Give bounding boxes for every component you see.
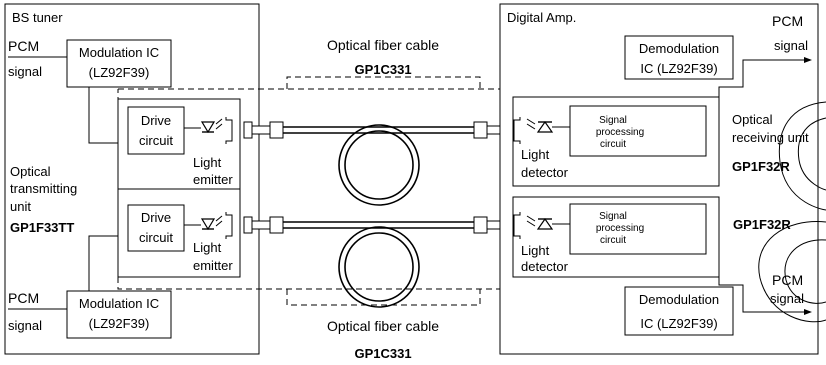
light-emitter-bottom-line2: emitter: [193, 258, 233, 273]
arrow-pcm-bottom: [804, 309, 812, 315]
photodiode-top-icon: [526, 118, 554, 133]
signal-processing-bottom-line1: Signal: [599, 211, 627, 222]
tx-label-line3: unit: [10, 199, 31, 214]
light-detector-bottom-line2: detector: [521, 259, 569, 274]
rx-label-line1: Optical: [732, 112, 773, 127]
modulation-ic-bottom-line1: Modulation IC: [79, 296, 159, 311]
rx-part-bottom: GP1F32R: [733, 217, 791, 232]
led-bottom-icon: [200, 215, 223, 231]
wire-rx-bottom-to-demod: [718, 277, 805, 313]
wire-rx-top-to-demod: [718, 59, 805, 97]
enclosure-bottom-notch: [286, 289, 481, 306]
rx-port-bottom: [513, 212, 521, 239]
fiber-top-label: Optical fiber cable: [327, 37, 439, 53]
signal-processing-top-line2: processing: [596, 127, 644, 138]
tx-port-bottom: [225, 212, 233, 239]
rx-label-line2: receiving unit: [732, 130, 809, 145]
light-emitter-top-line1: Light: [193, 155, 222, 170]
disc-decoration-icon: [758, 101, 826, 323]
signal-processing-bottom-line3: circuit: [600, 235, 626, 246]
rx-port-top: [513, 117, 521, 144]
fiber-bottom-label: Optical fiber cable: [327, 318, 439, 334]
bs-pcm-bottom-label: PCM: [8, 290, 39, 306]
demodulation-ic-bottom-line1: Demodulation: [639, 292, 719, 307]
demodulation-ic-bottom: [624, 286, 734, 336]
signal-processing-top-line1: Signal: [599, 115, 627, 126]
amp-signal-top-label: signal: [774, 38, 808, 53]
fiber-top-part: GP1C331: [354, 62, 411, 77]
light-detector-top-line2: detector: [521, 165, 569, 180]
wire-mod-top-to-drive: [88, 87, 128, 144]
bs-tuner-title: BS tuner: [12, 10, 63, 25]
demodulation-ic-top-line1: Demodulation: [639, 41, 719, 56]
tx-label-line1: Optical: [10, 164, 51, 179]
rx-part-top: GP1F32R: [732, 159, 790, 174]
signal-processing-bottom: [569, 203, 707, 255]
arrow-pcm-top: [804, 57, 812, 63]
bs-signal-top-label: signal: [8, 64, 42, 79]
demodulation-ic-top-line2: IC (LZ92F39): [640, 61, 717, 76]
modulation-ic-top-line1: Modulation IC: [79, 45, 159, 60]
light-detector-top-line1: Light: [521, 147, 550, 162]
amp-signal-bottom-label: signal: [770, 291, 804, 306]
signal-processing-top-line3: circuit: [600, 139, 626, 150]
led-top-icon: [200, 118, 223, 134]
fiber-cable-bottom: [243, 216, 512, 308]
drive-circuit-bottom: [127, 204, 185, 252]
amp-pcm-top-label: PCM: [772, 13, 803, 29]
demodulation-ic-top: [624, 35, 734, 80]
photodiode-bottom-icon: [526, 215, 554, 230]
light-detector-bottom-line1: Light: [521, 243, 550, 258]
demodulation-ic-bottom-line2: IC (LZ92F39): [640, 316, 717, 331]
tx-label-line2: transmitting: [10, 181, 77, 196]
tx-port-top: [225, 117, 233, 144]
tx-part-number: GP1F33TT: [10, 220, 74, 235]
fiber-bottom-part: GP1C331: [354, 346, 411, 361]
modulation-ic-top-line2: (LZ92F39): [89, 65, 150, 80]
light-emitter-bottom-line1: Light: [193, 240, 222, 255]
fiber-cable-top: [243, 121, 512, 206]
wire-mod-bottom-to-drive: [88, 235, 128, 291]
enclosure-top-notch: [286, 76, 481, 89]
drive-circuit-bottom-line2: circuit: [139, 230, 173, 245]
drive-circuit-top-line1: Drive: [141, 113, 171, 128]
modulation-ic-bottom-line2: (LZ92F39): [89, 316, 150, 331]
amp-pcm-bottom-label: PCM: [772, 272, 803, 288]
drive-circuit-top-line2: circuit: [139, 133, 173, 148]
signal-processing-top: [569, 105, 707, 157]
signal-processing-bottom-line2: processing: [596, 223, 644, 234]
light-emitter-top-line2: emitter: [193, 172, 233, 187]
bs-pcm-top-label: PCM: [8, 38, 39, 54]
drive-circuit-bottom-line1: Drive: [141, 210, 171, 225]
drive-circuit-top: [127, 106, 185, 155]
bs-signal-bottom-label: signal: [8, 318, 42, 333]
digital-amp-title: Digital Amp.: [507, 10, 576, 25]
modulation-ic-top: [66, 39, 172, 88]
modulation-ic-bottom: [66, 290, 172, 339]
